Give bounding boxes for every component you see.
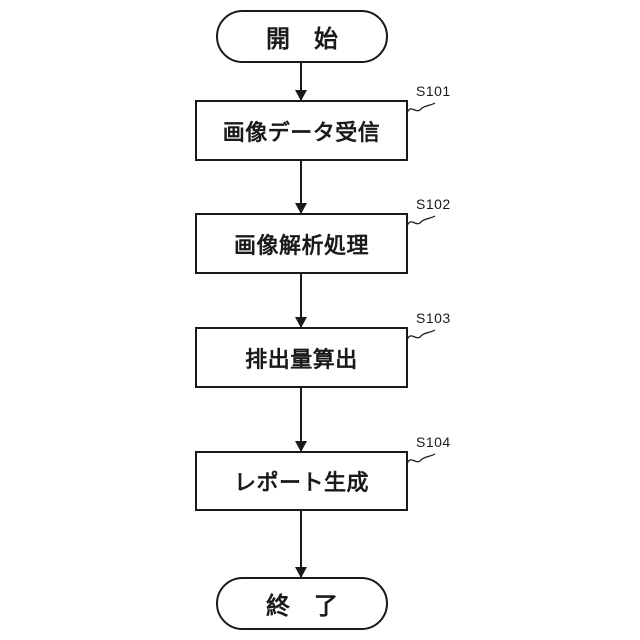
arrow-step1-to-step2: [295, 161, 307, 214]
arrow-shaft: [300, 274, 302, 327]
reference-squiggle-line: [406, 102, 436, 114]
arrow-shaft: [300, 161, 302, 213]
reference-squiggle-line: [406, 453, 436, 465]
process-box-step2: 画像解析処理: [195, 213, 408, 274]
step-reference-label: S101: [416, 83, 451, 99]
start-terminal: 開 始: [216, 10, 388, 63]
reference-squiggle-line: [406, 329, 436, 341]
arrow-step4-to-end: [295, 511, 307, 578]
arrowhead-icon: [295, 90, 307, 101]
process-label: 排出量算出: [245, 346, 358, 372]
process-box-step3: 排出量算出: [195, 327, 408, 388]
arrowhead-icon: [295, 203, 307, 214]
reference-squiggle-line: [406, 215, 436, 227]
arrow-start-to-step1: [295, 63, 307, 101]
process-box-step1: 画像データ受信: [195, 100, 408, 161]
process-label: 画像データ受信: [222, 119, 381, 145]
step-reference-label: S103: [416, 310, 451, 326]
arrow-shaft: [300, 511, 302, 577]
arrow-step2-to-step3: [295, 274, 307, 328]
start-terminal-label: 開 始: [266, 26, 338, 53]
process-box-step4: レポート生成: [195, 451, 408, 511]
process-label: レポート生成: [233, 470, 369, 495]
arrow-shaft: [300, 63, 302, 100]
arrowhead-icon: [295, 567, 307, 578]
end-terminal: 終 了: [216, 577, 388, 630]
end-terminal-label: 終 了: [266, 593, 338, 620]
step-reference-label: S102: [416, 196, 451, 212]
arrow-shaft: [300, 388, 302, 451]
arrowhead-icon: [295, 317, 307, 328]
arrow-step3-to-step4: [295, 388, 307, 452]
step-reference-label: S104: [416, 434, 451, 450]
arrowhead-icon: [295, 441, 307, 452]
process-label: 画像解析処理: [233, 232, 369, 258]
